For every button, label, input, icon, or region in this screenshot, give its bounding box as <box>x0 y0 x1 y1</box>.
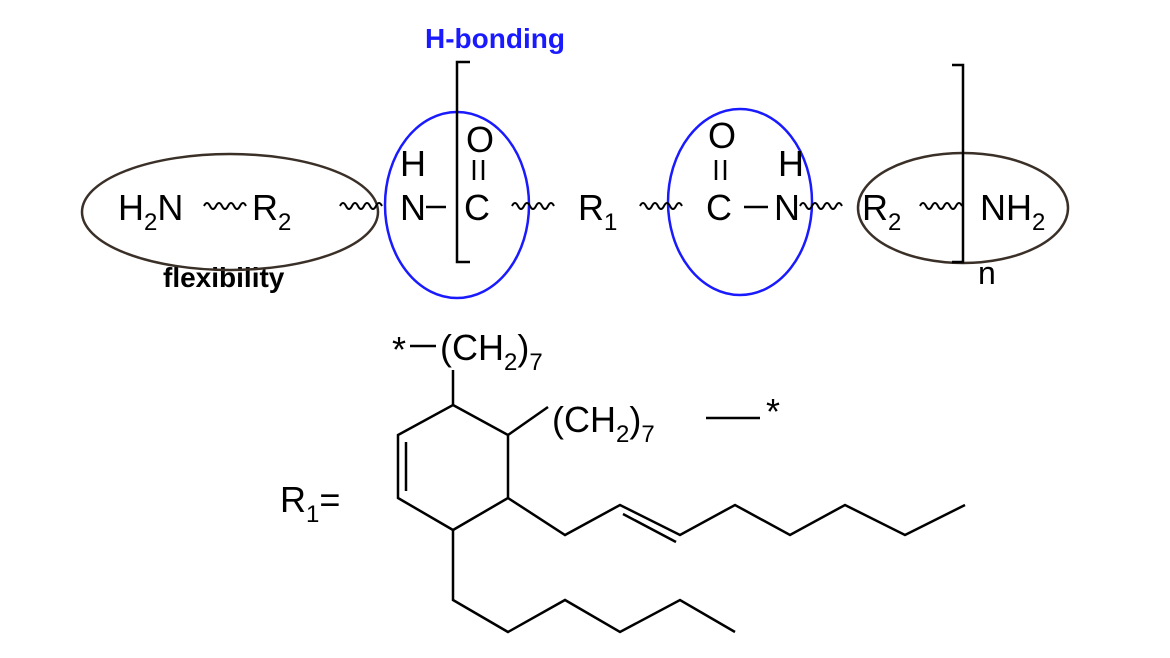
sub: 7 <box>641 421 654 448</box>
paren: ) <box>629 399 641 440</box>
amide2-n: N <box>774 187 800 228</box>
sub: 2 <box>278 209 291 236</box>
hbond-ellipse-2 <box>666 107 814 297</box>
star: * <box>392 329 406 370</box>
repeat-n: n <box>978 255 996 291</box>
flexibility-ellipse-left <box>80 152 380 272</box>
sub: 7 <box>529 349 542 376</box>
sub: 2 <box>504 349 517 376</box>
r1-label: R <box>280 479 306 520</box>
svg-text:R1: R1 <box>578 187 617 236</box>
amide1-h: H <box>400 143 426 184</box>
cyclohexene-ring <box>396 403 510 532</box>
svg-text:(CH2)7: (CH2)7 <box>440 327 543 376</box>
sub: 2 <box>888 209 901 236</box>
r1: R <box>578 187 604 228</box>
wavy-bond <box>799 202 843 210</box>
bond <box>507 405 549 437</box>
wavy-bond <box>511 202 555 210</box>
sub: 1 <box>306 501 319 528</box>
svg-text:R2: R2 <box>862 187 901 236</box>
double-bond <box>472 160 485 180</box>
svg-text:R2: R2 <box>252 187 291 236</box>
svg-text:NH2: NH2 <box>980 187 1045 236</box>
svg-text:H2N: H2N <box>118 187 183 236</box>
alkenyl-chain <box>507 496 966 537</box>
paren: ) <box>517 327 529 368</box>
r2: R <box>862 187 888 228</box>
sub: 2 <box>1032 209 1045 236</box>
right-bracket <box>952 63 965 264</box>
amide2-o: O <box>708 115 736 156</box>
ch2: (CH <box>552 399 616 440</box>
amide2-h: H <box>778 143 804 184</box>
wavy-bond <box>203 202 247 210</box>
atom-n: N <box>157 187 183 228</box>
wavy-bond <box>639 202 683 210</box>
svg-text:R1=: R1= <box>280 479 340 528</box>
amide2-c: C <box>706 187 732 228</box>
double-bond <box>714 160 727 180</box>
amide1-n: N <box>400 187 426 228</box>
equals: = <box>319 479 340 520</box>
atom-h: H <box>118 187 144 228</box>
polymer-chain: H2N R2 N H C O R1 C O N H R2 NH2 <box>118 115 1045 236</box>
r1-structure: R1= * (CH2)7 (CH2)7 * <box>280 327 966 634</box>
nh2: NH <box>980 187 1032 228</box>
wavy-bond <box>919 202 963 210</box>
ch2: (CH <box>440 327 504 368</box>
sub: 2 <box>616 421 629 448</box>
sub: 1 <box>604 209 617 236</box>
amide1-o: O <box>466 119 494 160</box>
svg-text:(CH2)7: (CH2)7 <box>552 399 655 448</box>
chain-double-bond <box>622 512 677 544</box>
hexyl-chain <box>451 530 736 634</box>
svg-text:*: * <box>392 329 406 370</box>
sub: 2 <box>144 209 157 236</box>
amide1-c: C <box>464 187 490 228</box>
h-bonding-label: H-bonding <box>425 23 565 54</box>
r2: R <box>252 187 278 228</box>
left-bracket <box>455 60 470 264</box>
star: * <box>766 391 780 432</box>
